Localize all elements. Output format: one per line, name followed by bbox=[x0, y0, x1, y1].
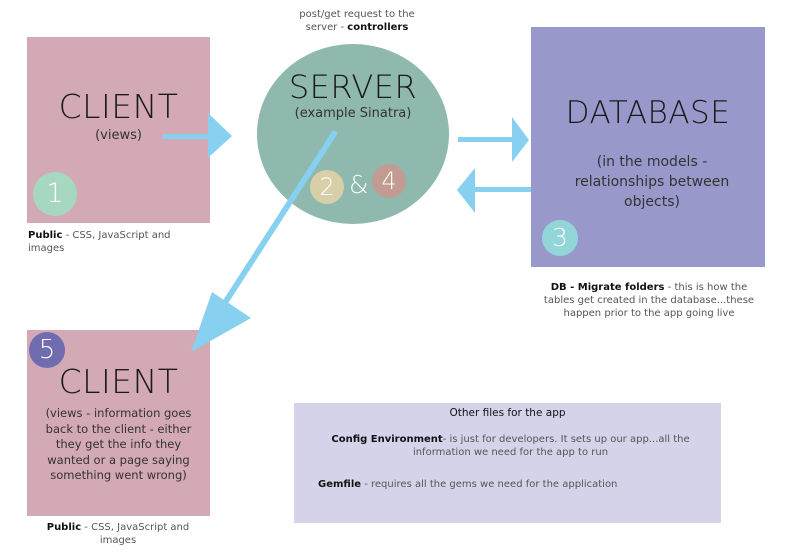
client-subtitle: (views) bbox=[95, 128, 142, 143]
request-note: post/get request to the server - control… bbox=[282, 8, 432, 34]
step-4-badge: 4 bbox=[372, 164, 406, 198]
other-files-panel: Other files for the app Config Environme… bbox=[294, 403, 721, 523]
arrow-database-to-server bbox=[457, 168, 531, 213]
client-box-1: CLIENT (views) 1 bbox=[27, 37, 210, 223]
server-subtitle: (example Sinatra) bbox=[294, 106, 412, 121]
database-caption-bold: DB - Migrate folders bbox=[550, 282, 665, 293]
arrow-client-to-server bbox=[163, 113, 232, 158]
client-title: CLIENT bbox=[58, 87, 179, 126]
step-5-badge: 5 bbox=[29, 332, 65, 368]
database-caption: DB - Migrate folders - this is how the t… bbox=[538, 281, 760, 320]
client-box-2: CLIENT (views - information goes back to… bbox=[27, 330, 210, 516]
other-files-item: Gemfile - requires all the gems we need … bbox=[318, 478, 718, 491]
step-1-badge: 1 bbox=[33, 172, 77, 216]
config-environment-desc: - is just for developers. It sets up our… bbox=[412, 434, 690, 458]
database-title: DATABASE bbox=[565, 95, 731, 131]
client2-subtitle: (views - information goes back to the cl… bbox=[45, 406, 192, 482]
arrow-server-to-client bbox=[191, 130, 338, 352]
request-note-bold: controllers bbox=[347, 22, 409, 33]
other-files-item: Config Environment- is just for develope… bbox=[308, 433, 713, 459]
client1-caption-bold: Public bbox=[28, 230, 63, 241]
database-subtitle: (in the models - relationships between o… bbox=[574, 154, 730, 210]
client1-caption: Public - CSS, JavaScript and images bbox=[28, 229, 208, 255]
gemfile-desc: - requires all the gems we need for the … bbox=[361, 479, 618, 490]
gemfile-label: Gemfile bbox=[318, 479, 362, 490]
config-environment-label: Config Environment bbox=[331, 434, 443, 445]
step-2-badge: 2 bbox=[310, 170, 344, 204]
server-title: SERVER bbox=[288, 68, 418, 106]
client2-caption-bold: Public bbox=[46, 522, 82, 533]
client1-caption-rest: - CSS, JavaScript and images bbox=[28, 230, 171, 254]
client2-caption: Public - CSS, JavaScript and images bbox=[30, 521, 206, 547]
other-files-heading: Other files for the app bbox=[449, 407, 566, 419]
database-caption-rest: - this is how the tables get created in … bbox=[543, 282, 755, 319]
request-note-prefix: server - bbox=[305, 22, 348, 33]
client2-caption-rest: - CSS, JavaScript and images bbox=[81, 522, 190, 546]
server-circle: SERVER (example Sinatra) 2 & 4 bbox=[257, 44, 449, 224]
client2-title: CLIENT bbox=[58, 362, 179, 401]
ampersand: & bbox=[349, 170, 369, 199]
request-note-line2: server - controllers bbox=[282, 21, 432, 34]
database-box: DATABASE (in the models - relationships … bbox=[531, 27, 765, 267]
request-note-line1: post/get request to the bbox=[299, 9, 415, 20]
step-3-badge: 3 bbox=[542, 220, 578, 256]
arrow-server-to-database bbox=[458, 117, 529, 162]
